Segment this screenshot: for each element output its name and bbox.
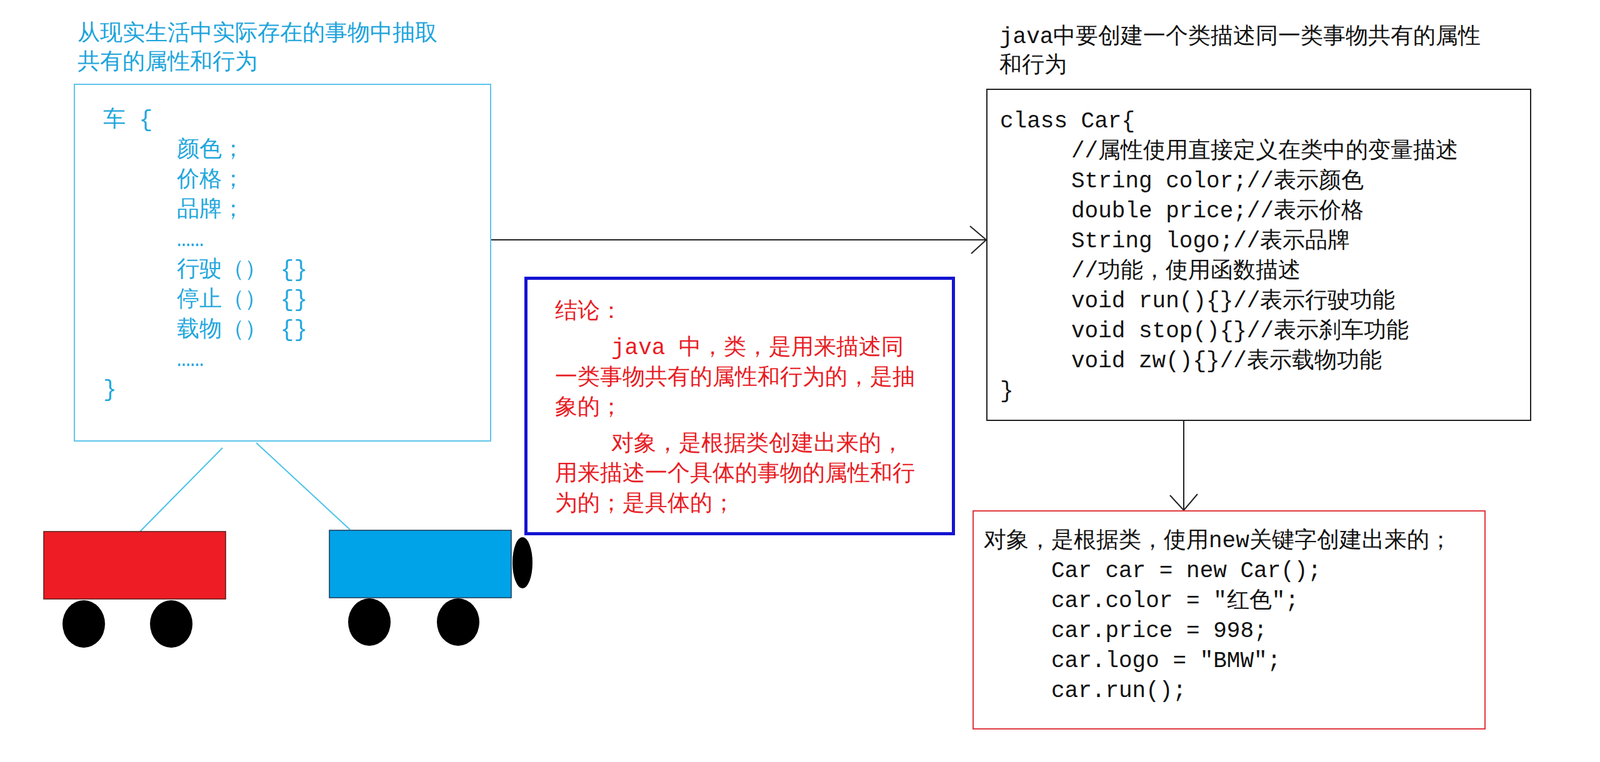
blue-car-body <box>329 530 512 599</box>
code-line: String color;//表示颜色 <box>1071 166 1518 197</box>
code-line: Car car = new Car(); <box>1051 556 1472 587</box>
code-line: double price;//表示价格 <box>1071 196 1518 227</box>
code-line: car.logo = "BMW"; <box>1051 646 1472 677</box>
sketch-line: …… <box>176 345 478 376</box>
conclusion-paragraph: 对象，是根据类创建出来的， 用来描述一个具体的事物的属性和行 为的；是具体的； <box>555 430 919 520</box>
sketch-line: 行驶（） {} <box>176 255 478 286</box>
car-wheel <box>150 600 193 649</box>
leader-line <box>256 443 350 530</box>
arrow-connector <box>491 239 987 241</box>
sketch-line: 价格； <box>176 165 478 196</box>
code-line: car.price = 998; <box>1051 616 1472 647</box>
abstraction-box: 从现实生活中实际存在的事物中抽取 共有的属性和行为车 {颜色；价格；品牌；……行… <box>73 83 492 442</box>
class-code-box: java中要创建一个类描述同一类事物共有的属性 和行为class Car{//属… <box>986 88 1532 422</box>
sketch-line: 车 { <box>103 105 478 136</box>
note-line: 对象，是根据类，使用new关键字创建出来的； <box>983 526 1472 557</box>
car-wheel <box>348 598 391 647</box>
code-line: void stop(){}//表示刹车功能 <box>1071 316 1518 347</box>
conclusion-paragraph: java 中，类，是用来描述同 一类事物共有的属性和行为的，是抽 象的； <box>555 333 919 424</box>
car-wheel <box>62 600 105 649</box>
conclusion-heading: 结论： <box>555 297 940 328</box>
code-line: car.color = "红色"; <box>1051 586 1472 617</box>
leader-line <box>140 448 223 532</box>
code-line: //属性使用直接定义在类中的变量描述 <box>1071 136 1518 167</box>
sketch-line: } <box>103 375 478 406</box>
sketch-line: 停止（） {} <box>176 285 478 316</box>
conclusion-box: 结论： java 中，类，是用来描述同 一类事物共有的属性和行为的，是抽 象的；对… <box>524 276 955 536</box>
red-car-body <box>43 531 226 600</box>
sketch-line: …… <box>176 225 478 256</box>
section-heading: 从现实生活中实际存在的事物中抽取 共有的属性和行为 <box>77 20 442 78</box>
sketch-line: 载物（） {} <box>176 315 478 346</box>
code-line: void zw(){}//表示载物功能 <box>1071 346 1518 377</box>
object-code-box: 对象，是根据类，使用new关键字创建出来的；Car car = new Car(… <box>972 510 1486 730</box>
section-heading: java中要创建一个类描述同一类事物共有的属性 和行为 <box>999 23 1487 81</box>
code-line: class Car{ <box>1000 106 1518 137</box>
car-front-light <box>512 537 533 589</box>
code-line: } <box>1000 376 1518 407</box>
sketch-line: 品牌； <box>176 195 478 226</box>
car-wheel <box>436 598 480 647</box>
code-line: void run(){}//表示行驶功能 <box>1071 286 1518 317</box>
sketch-line: 颜色； <box>176 135 478 166</box>
code-line: String logo;//表示品牌 <box>1071 226 1518 257</box>
code-line: car.run(); <box>1051 676 1472 707</box>
code-line: //功能，使用函数描述 <box>1071 256 1518 287</box>
arrow-connector <box>1183 421 1185 511</box>
